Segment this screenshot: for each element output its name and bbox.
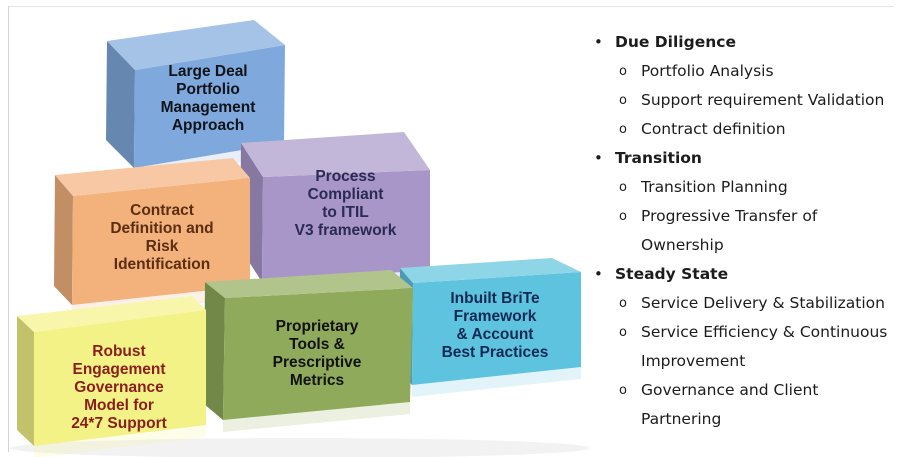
cube-label-line: Identification xyxy=(113,256,211,273)
contract-definition-cube-side xyxy=(54,175,73,305)
list-item-text: Support requirement Validation xyxy=(641,91,885,109)
list-item-text: Contract definition xyxy=(641,120,786,138)
contract-definition-cube-top xyxy=(55,158,250,196)
robust-engagement-cube-reflection xyxy=(34,425,206,457)
sub-bullet-icon: o xyxy=(619,180,627,195)
cube-label-line: Tools & xyxy=(289,336,345,353)
section-heading: • Transition xyxy=(592,144,897,173)
section-heading: • Due Diligence xyxy=(592,28,897,57)
section-title: Transition xyxy=(615,149,702,167)
cube-label-line: Model for xyxy=(84,397,154,414)
proprietary-tools-cube-front xyxy=(223,288,413,420)
bullet-dot-icon: • xyxy=(594,265,603,283)
section-steady-state: • Steady State o Service Delivery & Stabili… xyxy=(592,260,897,434)
cube-label-line: Engagement xyxy=(72,361,166,378)
list-item-text: Transition Planning xyxy=(641,178,788,196)
list-item-text: Partnering xyxy=(641,410,722,428)
bullet-dot-icon: • xyxy=(594,33,603,51)
cube-label-line: Contract xyxy=(130,202,194,219)
section-heading: • Steady State xyxy=(592,260,897,289)
list-item-text: Progressive Transfer of xyxy=(641,207,818,225)
proprietary-tools-cube-reflection xyxy=(223,402,410,432)
cube-label-line: Prescriptive xyxy=(272,354,362,371)
brite-framework-cube-front xyxy=(412,272,581,385)
cube-label-line: Risk xyxy=(145,238,179,255)
brite-framework-cube-top xyxy=(400,258,581,283)
section-title: Due Diligence xyxy=(615,33,736,51)
bullet-dot-icon: • xyxy=(594,149,603,167)
cube-label-line: Process xyxy=(315,168,376,185)
cube-label-line: to ITIL xyxy=(322,204,369,221)
list-item-text: Service Delivery & Stabilization xyxy=(641,294,885,312)
sub-bullet-icon: o xyxy=(619,325,627,340)
cube-label-line: Metrics xyxy=(289,372,345,389)
sub-bullet-icon: o xyxy=(619,209,627,224)
cube-label-line: & Account xyxy=(456,326,534,343)
brite-framework-cube-reflection xyxy=(412,367,581,397)
cube-label-line: 24*7 Support xyxy=(71,415,167,432)
cube-label-line: Framework xyxy=(453,308,537,325)
list-item: o Support requirement Validation xyxy=(592,86,897,115)
cube-label-line: Robust xyxy=(92,343,146,360)
cube-label-line: V3 framework xyxy=(294,222,397,239)
cube-label-line: Approach xyxy=(171,117,245,134)
cube-label-line: Compliant xyxy=(307,186,384,203)
section-title: Steady State xyxy=(615,265,729,283)
sub-bullet-icon: o xyxy=(619,93,627,108)
robust-engagement-cube-top xyxy=(17,296,206,332)
robust-engagement-cube-front xyxy=(34,310,206,446)
cube-label-line: Governance xyxy=(74,379,164,396)
list-item-text: Portfolio Analysis xyxy=(641,62,774,80)
cube-label-line: Definition and xyxy=(110,220,214,237)
large-deal-cube-side xyxy=(106,41,135,168)
cube-label-line: Proprietary xyxy=(275,318,359,335)
cube-label-line: Best Practices xyxy=(441,344,549,361)
list-item: o Progressive Transfer of Ownership xyxy=(592,202,897,260)
list-item: o Contract definition xyxy=(592,115,897,144)
cube-label-line: Large Deal xyxy=(168,63,248,80)
sub-bullet-icon: o xyxy=(619,383,627,398)
proprietary-tools-cube-side xyxy=(204,282,225,420)
large-deal-cube-front xyxy=(134,45,285,168)
cube-label-line: Management xyxy=(160,99,256,116)
process-compliant-cube-top xyxy=(241,132,430,177)
sub-bullet-icon: o xyxy=(619,122,627,137)
list-item-text: Service Efficiency & Continuous xyxy=(641,323,888,341)
proprietary-tools-cube-top xyxy=(205,270,413,298)
cube-label-line: Portfolio xyxy=(176,81,240,98)
floor-shadow xyxy=(10,438,590,457)
robust-engagement-cube-side xyxy=(17,316,34,446)
cube-graphics xyxy=(10,20,590,457)
sub-bullet-icon: o xyxy=(619,64,627,79)
contract-definition-cube-front xyxy=(72,178,250,305)
list-item: o Service Delivery & Stabilization xyxy=(592,289,897,318)
list-item-text: Improvement xyxy=(641,352,746,370)
list-item: o Portfolio Analysis xyxy=(592,57,897,86)
cube-label-line: Inbuilt BriTe xyxy=(450,290,540,307)
list-item: o Transition Planning xyxy=(592,173,897,202)
process-compliant-cube-front xyxy=(262,170,430,282)
large-deal-cube-top xyxy=(107,20,285,70)
list-item-text: Governance and Client xyxy=(641,381,819,399)
figure-frame xyxy=(8,6,894,452)
sub-bullet-icon: o xyxy=(619,296,627,311)
list-item-text: Ownership xyxy=(641,236,724,254)
